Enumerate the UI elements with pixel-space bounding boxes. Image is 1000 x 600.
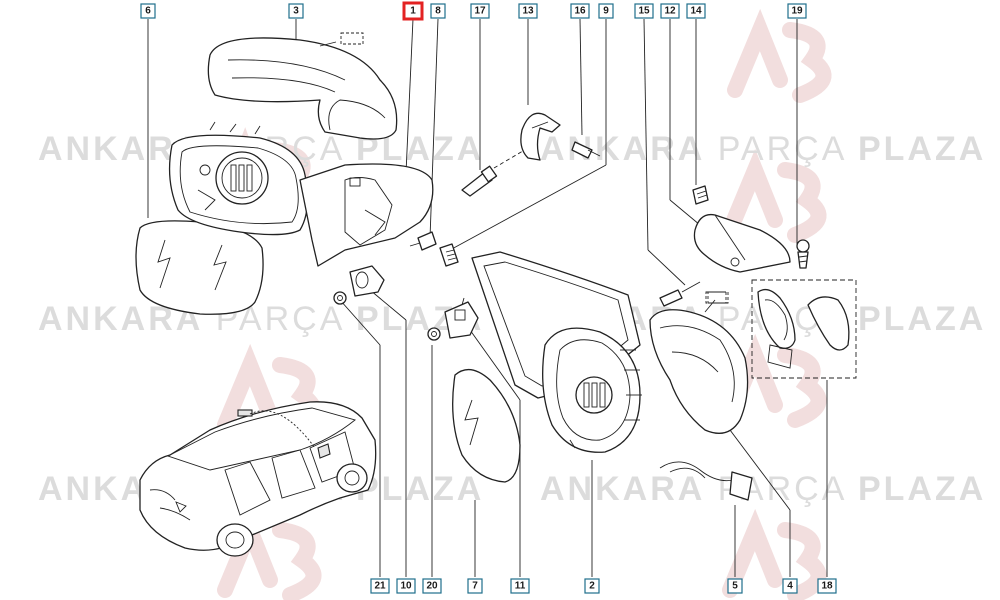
callout-17: 17 [470,3,490,19]
mirror-cover [207,32,398,140]
svg-text:12: 12 [664,6,676,17]
svg-text:11: 11 [515,581,526,592]
mirror-glass-left [135,220,264,315]
spring-screw-9 [439,243,459,267]
group-18-box [751,279,857,379]
callout-12: 12 [660,3,680,19]
callout-20: 20 [422,578,442,594]
svg-text:1: 1 [410,6,416,17]
svg-text:13: 13 [522,6,534,17]
svg-text:4: 4 [787,581,793,592]
washer-21 [333,291,347,305]
wire-harness-5 [659,461,753,501]
car-illustration [139,401,377,557]
callout-13: 13 [518,3,538,19]
callout-18: 18 [817,578,837,594]
svg-text:5: 5 [732,581,738,592]
callout-16: 16 [570,3,590,19]
watermark-text-row3-right: ANKARA PARÇA PLAZA [540,470,986,508]
callout-10: 10 [396,578,416,594]
svg-text:20: 20 [426,581,438,592]
mirror-glass-7 [452,368,521,483]
watermark-logo-mid-right [722,148,827,243]
callout-6: 6 [140,3,156,19]
connector-11 [444,297,479,339]
svg-text:21: 21 [374,581,386,592]
callout-4: 4 [782,578,798,594]
callout-11: 11 [510,578,530,594]
callout-3: 3 [288,3,304,19]
svg-text:2: 2 [589,581,595,592]
callout-1-highlighted: 1 [402,1,424,21]
svg-text:15: 15 [638,6,650,17]
svg-text:6: 6 [145,6,151,17]
screw-14 [692,185,709,205]
callout-5: 5 [727,578,743,594]
mirror-housing [168,121,434,267]
svg-text:17: 17 [474,6,486,17]
svg-text:16: 16 [574,6,586,17]
clip-13 [520,112,561,161]
pin-16 [571,141,601,159]
watermark-text-row2-left: ANKARA PARÇA PLAZA [38,300,484,338]
callout-14: 14 [686,3,706,19]
bracket-12 [693,213,791,273]
svg-text:10: 10 [400,581,412,592]
watermark-logo-top-right [727,8,832,103]
callout-8: 8 [430,3,446,19]
screw-19 [796,239,810,269]
svg-text:3: 3 [293,6,299,17]
outer-shell-4 [649,291,749,434]
svg-text:14: 14 [690,6,702,17]
svg-text:7: 7 [472,581,478,592]
watermark-logo-bottom-right [722,508,827,600]
svg-text:8: 8 [435,6,441,17]
svg-text:18: 18 [821,581,833,592]
callout-2: 2 [584,578,600,594]
watermark-text-row1-right: ANKARA PARÇA PLAZA [540,130,986,168]
bolt-17 [461,147,529,197]
screw-8 [409,231,437,251]
callout-7: 7 [467,578,483,594]
callout-15: 15 [634,3,654,19]
callout-9: 9 [598,3,614,19]
callout-21: 21 [370,578,390,594]
clip-connector-10 [349,265,385,297]
washer-20 [427,327,441,341]
motor-actuator-2 [542,327,642,453]
svg-text:9: 9 [603,6,609,17]
svg-text:19: 19 [791,6,803,17]
callout-19: 19 [787,3,807,19]
